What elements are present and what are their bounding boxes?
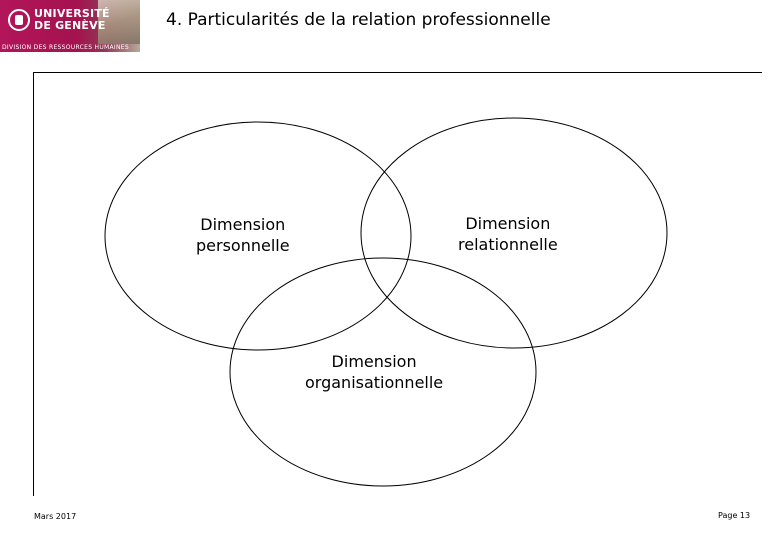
label-relationnelle: Dimension relationnelle [458, 213, 558, 255]
label-organisationnelle-line2: organisationnelle [305, 372, 443, 393]
label-relationnelle-line2: relationnelle [458, 234, 558, 255]
label-personnelle: Dimension personnelle [196, 214, 290, 256]
label-organisationnelle: Dimension organisationnelle [305, 351, 443, 393]
footer-page-number: Page 13 [718, 511, 750, 520]
label-organisationnelle-line1: Dimension [305, 351, 443, 372]
footer-date: Mars 2017 [34, 512, 76, 521]
label-relationnelle-line1: Dimension [458, 213, 558, 234]
label-personnelle-line1: Dimension [196, 214, 290, 235]
label-personnelle-line2: personnelle [196, 235, 290, 256]
